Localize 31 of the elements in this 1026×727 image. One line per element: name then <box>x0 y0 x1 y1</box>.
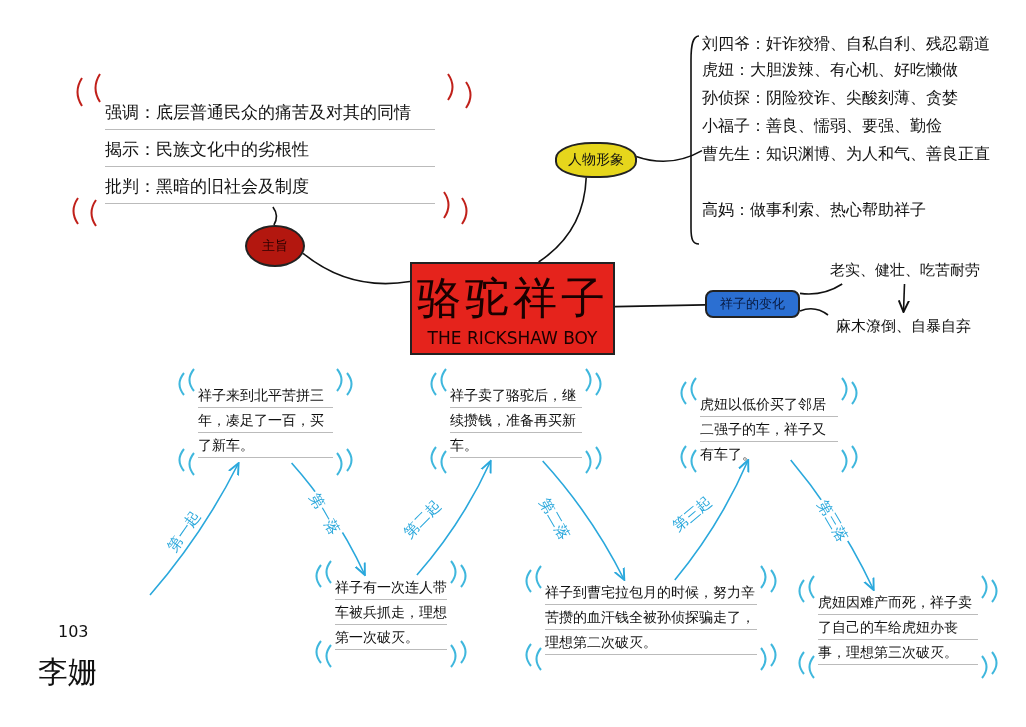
text-line: 高妈：做事利索、热心帮助祥子 <box>702 199 927 221</box>
arrow <box>541 460 626 581</box>
arrow <box>897 283 910 313</box>
subtitle-text: THE RICKSHAW BOY <box>427 328 598 348</box>
text-line: 刘四爷：奸诈狡猾、自私自利、残忍霸道 <box>702 33 991 55</box>
text-line: 揭示：民族文化中的劣根性 <box>105 132 435 167</box>
connector <box>537 176 587 263</box>
signature-text: 李姗 <box>38 653 98 691</box>
connector <box>614 304 706 308</box>
connector <box>272 206 278 226</box>
connector <box>635 149 703 163</box>
topic-bubble: 人物形象 <box>555 142 637 178</box>
title-text: 骆驼祥子 <box>416 271 609 325</box>
text-line: 批判：黑暗的旧社会及制度 <box>105 169 435 204</box>
branch-text: 麻木潦倒、自暴自弃 <box>828 312 978 340</box>
arrow <box>149 462 240 596</box>
arrow <box>416 460 492 576</box>
text-line: 小福子：善良、懦弱、要强、勤俭 <box>702 115 943 137</box>
text-line: 虎妞：大胆泼辣、有心机、好吃懒做 <box>702 59 959 81</box>
arrow <box>674 459 750 581</box>
text-line: 曹先生：知识渊博、为人和气、善良正直 <box>702 143 991 165</box>
connector <box>799 307 829 316</box>
text-line: 孙侦探：阴险狡诈、尖酸刻薄、贪婪 <box>702 87 959 109</box>
connector <box>302 252 411 285</box>
topic-bubble: 主旨 <box>245 225 305 267</box>
title-box <box>410 262 615 355</box>
page-number: 103 <box>58 622 89 641</box>
text-line: 强调：底层普通民众的痛苦及对其的同情 <box>105 95 435 130</box>
connector <box>799 283 843 295</box>
topic-label: 祥子的变化 <box>705 290 800 318</box>
branch-text: 老实、健壮、吃苦耐劳 <box>820 256 990 284</box>
